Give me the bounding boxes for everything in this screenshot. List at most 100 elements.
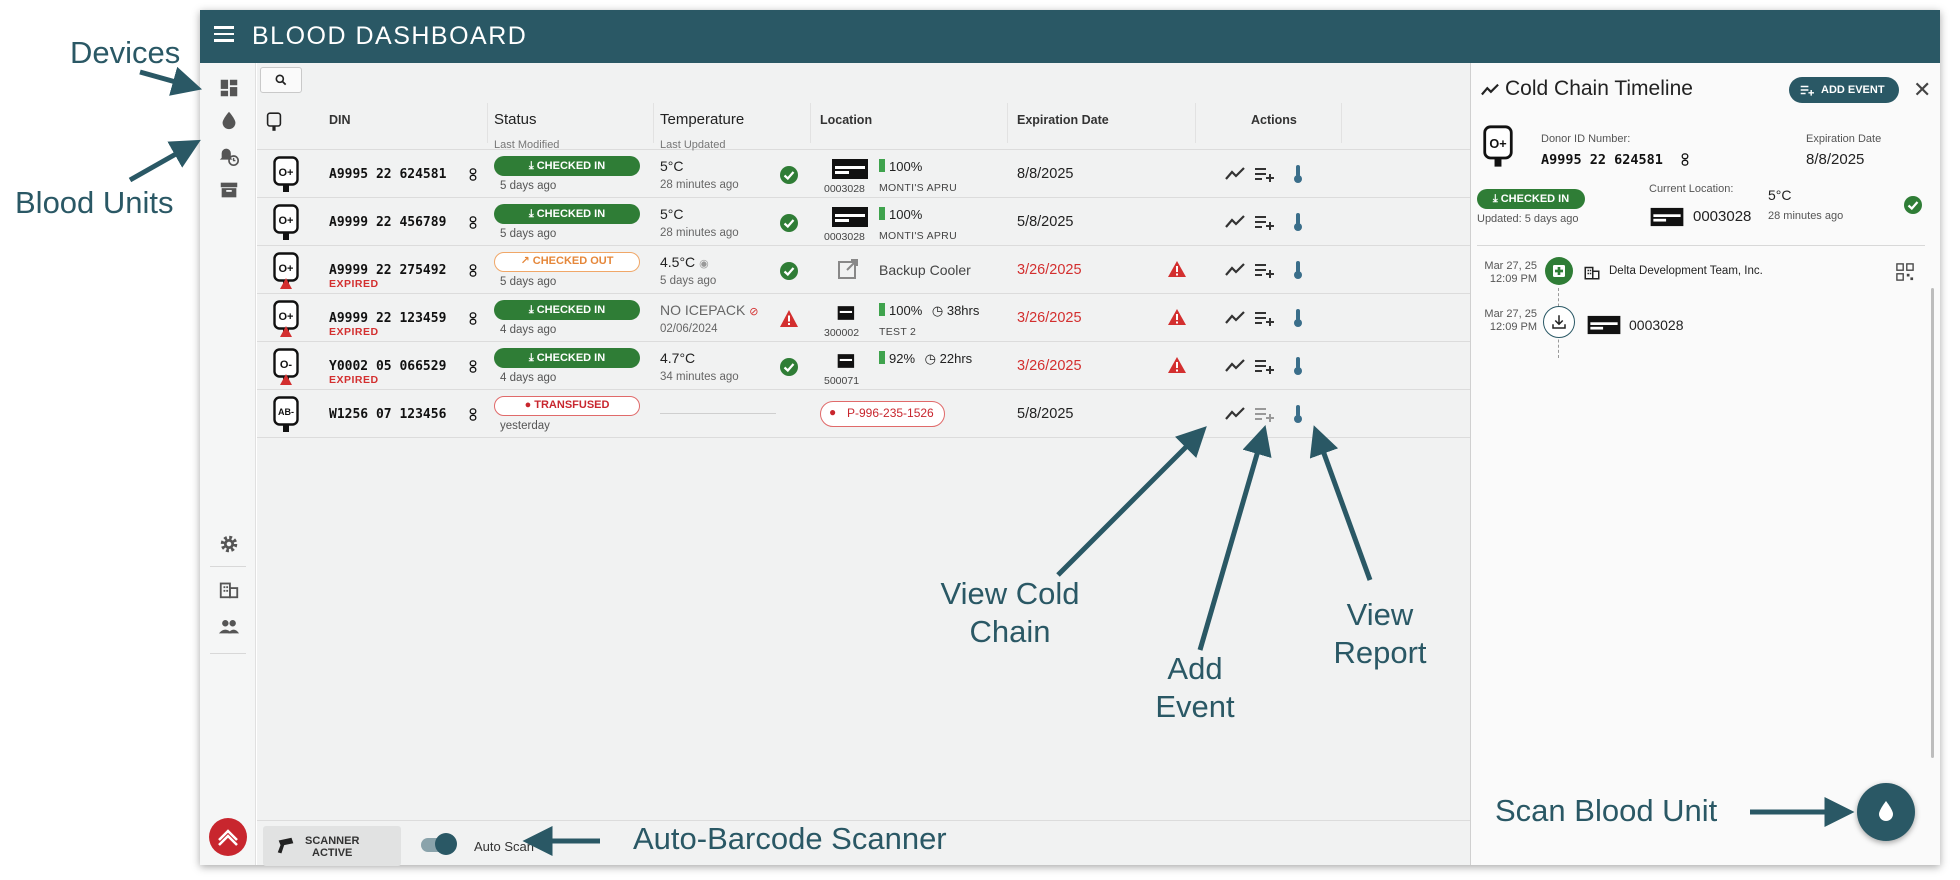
patient-badge[interactable]: ●P-996-235-1526: [820, 401, 945, 427]
din-value[interactable]: A9999 22 456789: [329, 215, 447, 230]
din-value[interactable]: Y0002 05 066529: [329, 359, 447, 374]
current-location-label: Current Location:: [1649, 183, 1734, 195]
download-icon: [1552, 315, 1566, 329]
expiration-date: 3/26/2025: [1017, 262, 1082, 278]
table-row[interactable]: O+ A9999 22 456789 ⤓ CHECKED IN 5 days a…: [257, 199, 1470, 246]
header-din[interactable]: DIN: [329, 113, 351, 127]
add-event-icon[interactable]: [1253, 212, 1275, 232]
download-icon: ⤓: [1492, 193, 1501, 205]
expiration-date: 8/8/2025: [1017, 166, 1074, 182]
scan-blood-unit-button[interactable]: [1857, 783, 1915, 841]
add-event-icon[interactable]: [1253, 356, 1275, 376]
status-modified: 4 days ago: [500, 324, 557, 336]
link-icon: [469, 408, 477, 421]
current-location-device: 0003028: [1693, 208, 1752, 225]
add-event-icon[interactable]: [1253, 164, 1275, 184]
panel-scrollbar[interactable]: [1931, 288, 1934, 758]
battery-level: 92% ◷ 22hrs: [879, 351, 972, 367]
alert-history-icon[interactable]: [218, 145, 240, 167]
device-id: 500071: [824, 375, 860, 387]
open-external-icon: [838, 259, 858, 279]
thermometer-report-icon[interactable]: [1287, 164, 1309, 184]
table-row[interactable]: O+ A9999 22 275492 EXPIRED ↗ CHECKED OUT…: [257, 247, 1470, 294]
add-event-button[interactable]: ADD EVENT: [1789, 77, 1899, 103]
arrow-devices: [139, 66, 203, 96]
cold-chain-trend-icon[interactable]: [1224, 260, 1246, 280]
brand-chevron-icon: [218, 829, 238, 846]
status-badge: ↗ CHECKED OUT: [494, 252, 640, 272]
table-row[interactable]: O+ A9995 22 624581 ⤓ CHECKED IN 5 days a…: [257, 151, 1470, 198]
cold-chain-trend-icon[interactable]: [1224, 308, 1246, 328]
menu-icon[interactable]: [214, 26, 234, 46]
auto-scan-label: Auto Scan: [474, 839, 534, 854]
thermometer-report-icon[interactable]: [1287, 212, 1309, 232]
archive-icon[interactable]: [218, 179, 240, 201]
cloud-off-icon: ⊘: [749, 306, 759, 318]
shipper-device-icon: [837, 354, 855, 368]
panel-divider: [1477, 245, 1925, 246]
thermometer-report-icon[interactable]: [1287, 260, 1309, 280]
din-value[interactable]: A9995 22 624581: [329, 167, 447, 182]
check-circle-icon: [1904, 196, 1922, 214]
annotation-blood-units: Blood Units: [15, 185, 174, 220]
cold-chain-trend-icon[interactable]: [1224, 212, 1246, 232]
blood-drop-icon[interactable]: [218, 109, 240, 131]
status-modified: 5 days ago: [500, 276, 557, 288]
header-status[interactable]: Status: [494, 111, 537, 128]
search-icon: [275, 74, 287, 86]
din-value[interactable]: A9999 22 275492: [329, 263, 447, 278]
header-expiration[interactable]: Expiration Date: [1017, 113, 1109, 127]
cooler-device-icon: [1650, 207, 1684, 227]
table-row[interactable]: O- Y0002 05 066529 EXPIRED ⤓ CHECKED IN …: [257, 343, 1470, 390]
auto-scan-toggle[interactable]: [435, 833, 457, 855]
din-value: A9995 22 624581: [1541, 152, 1663, 168]
battery-icon: [879, 303, 885, 316]
blood-bag-icon: O+: [273, 204, 299, 240]
blood-bag-header-icon: [266, 112, 282, 131]
cold-chain-trend-icon[interactable]: [1224, 404, 1246, 424]
search-button[interactable]: [260, 67, 302, 93]
qr-code-icon[interactable]: [1896, 263, 1914, 281]
battery-icon: [879, 207, 885, 220]
status-badge: ● TRANSFUSED: [494, 396, 640, 416]
status-modified: 5 days ago: [500, 180, 557, 192]
link-icon: [469, 216, 477, 229]
thermometer-report-icon[interactable]: [1287, 356, 1309, 376]
close-icon[interactable]: ✕: [1913, 77, 1932, 102]
add-event-icon[interactable]: [1253, 404, 1275, 424]
shipper-device-icon: [837, 306, 855, 320]
temperature-empty: [660, 413, 776, 414]
settings-icon[interactable]: [218, 533, 240, 555]
cold-chain-trend-icon[interactable]: [1224, 164, 1246, 184]
duration: 38hrs: [946, 303, 980, 318]
add-event-icon[interactable]: [1253, 260, 1275, 280]
check-circle-icon: [780, 166, 798, 184]
thermometer-report-icon[interactable]: [1287, 308, 1309, 328]
din-value[interactable]: A9999 22 123459: [329, 311, 447, 326]
header-temperature[interactable]: Temperature: [660, 111, 745, 128]
temperature-value: 4.7°C: [660, 350, 696, 366]
blood-bag-icon: O+: [273, 156, 299, 192]
temperature-updated: 5 days ago: [660, 275, 717, 287]
hospital-icon: [1553, 265, 1565, 277]
blood-bag-icon: O+: [273, 300, 299, 337]
thermometer-report-icon[interactable]: [1287, 404, 1309, 424]
duration: 22hrs: [939, 351, 973, 366]
add-event-icon[interactable]: [1253, 308, 1275, 328]
panel-temperature-updated: 28 minutes ago: [1768, 210, 1844, 222]
building-icon[interactable]: [218, 578, 240, 600]
users-icon[interactable]: [218, 615, 240, 637]
header-location[interactable]: Location: [820, 113, 873, 127]
device-id: 300002: [824, 327, 860, 339]
link-icon: [469, 168, 477, 181]
table-row[interactable]: O+ A9999 22 123459 EXPIRED ⤓ CHECKED IN …: [257, 295, 1470, 342]
cold-chain-trend-icon[interactable]: [1224, 356, 1246, 376]
din-value[interactable]: W1256 07 123456: [329, 407, 447, 422]
temperature-value: 5°C: [660, 158, 684, 174]
dashboard-icon[interactable]: [218, 77, 240, 99]
blood-bag-icon: O-: [273, 348, 299, 385]
table-row[interactable]: AB- W1256 07 123456 ● TRANSFUSED yesterd…: [257, 391, 1470, 438]
